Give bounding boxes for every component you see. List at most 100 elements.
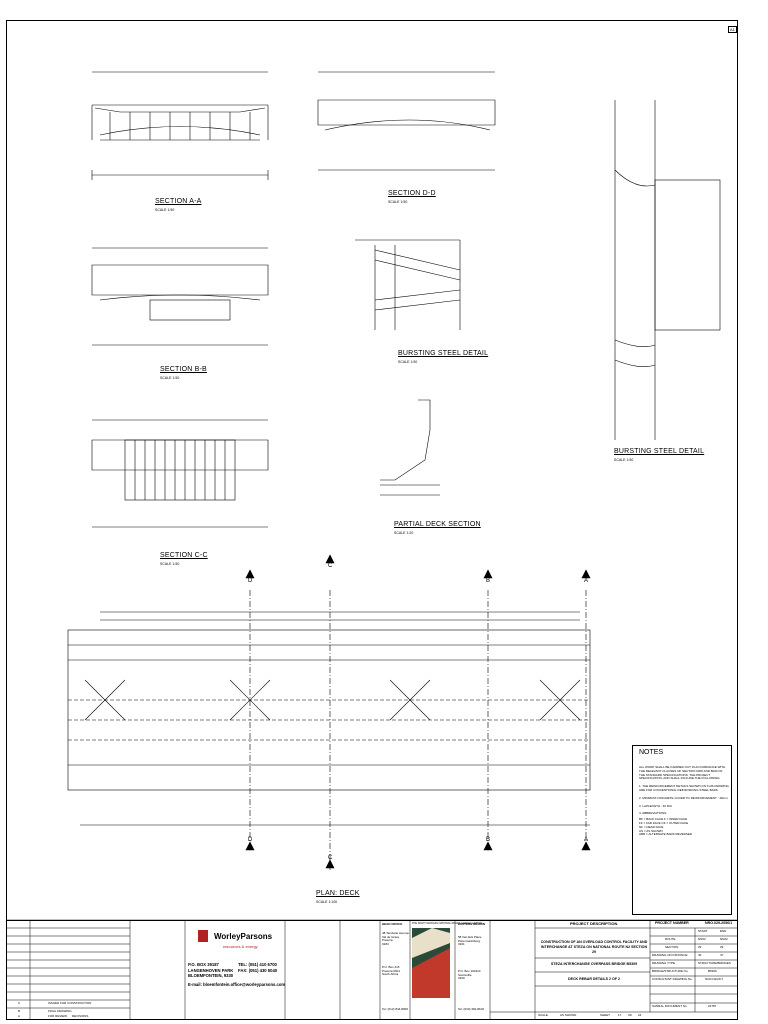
- company-tagline: resources & energy: [223, 944, 258, 949]
- bridge-no: B5309: [708, 969, 717, 973]
- drawing-frame: [6, 20, 738, 1020]
- revisions-label: REVISIONS: [72, 1014, 89, 1018]
- scale-value: AS SHOWN: [560, 1013, 577, 1017]
- plan-deck-scale: SCALE 1:100: [316, 900, 338, 904]
- head-office-tel: Tel: (012) 844-8000: [382, 1007, 409, 1011]
- sanral-no: 24787: [708, 1004, 717, 1008]
- partial-deck-scale: SCALE 1:20: [394, 531, 414, 535]
- company-address: P.O. BOX 39187 LANGENHOVEN PARK BLOEMFON…: [188, 962, 234, 978]
- cut-marker-b-top: B: [486, 578, 491, 584]
- head-office-address: 48 Tambotie Avenue Val de Grace Pretoria…: [382, 931, 410, 946]
- project-description-label: PROJECT DESCRIPTION: [570, 921, 618, 926]
- cut-marker-c-bottom: C: [328, 855, 333, 861]
- note-item: AS = AS SHOWN: [639, 828, 663, 833]
- cut-marker-d-bottom: D: [248, 837, 253, 843]
- company-email: E-mail: bloemfontein.office@worleyparson…: [188, 982, 286, 987]
- notes-heading: NOTES: [639, 749, 664, 756]
- section-bb-drawing: [91, 247, 269, 346]
- plan-deck-title: PLAN: DECK: [316, 890, 360, 897]
- of-label: OF: [628, 1013, 633, 1017]
- agency-photo: [412, 928, 450, 998]
- consultant-no: NCR-N2/29-7: [705, 977, 724, 981]
- cut-marker-a-bottom: A: [584, 837, 589, 843]
- agency-name: THE SOUTH AFRICAN NATIONAL ROADS AGENCY …: [412, 922, 483, 925]
- bridge-no-label: BRIDGE/STRUCTURE No.: [652, 969, 689, 973]
- section-bb-scale: SCALE 1:50: [160, 376, 180, 380]
- sheet-marker: A1: [728, 26, 737, 33]
- section-dd-scale: SCALE 1:50: [388, 200, 408, 204]
- revision-desc: FINAL DRAWING: [48, 1009, 72, 1013]
- head-office-label: HEAD OFFICE: [382, 922, 403, 926]
- bursting-detail-1-title: BURSTING STEEL DETAIL: [398, 350, 489, 357]
- cut-marker-b-bottom: B: [486, 837, 491, 843]
- company-phone: TEL: (051) 410 6700 FAX: (051) 430 5040: [238, 962, 278, 973]
- end-label: END: [720, 929, 727, 933]
- note-item: 3. LAPLENGTH : 40 DIA: [639, 803, 672, 808]
- notes-body: ALL WORK SHALL BE CARRIED OUT IN ACCORDA…: [639, 765, 729, 837]
- note-item: NF = NEAR FACE: [639, 824, 664, 829]
- plan-deck-drawing: [67, 590, 591, 870]
- cut-marker-c-top: C: [328, 563, 333, 569]
- revision-code: C: [18, 1001, 21, 1005]
- project-number-label: PROJECT NUMBER: [655, 921, 689, 925]
- region-address: 58 Van Eck Place Pietermaritzburg 3201: [458, 935, 482, 947]
- section-cc-title: SECTION C-C: [160, 552, 208, 559]
- route-start: NN02: [698, 937, 706, 941]
- section-dd-title: SECTION D-D: [388, 190, 436, 197]
- notes-panel: NOTES ALL WORK SHALL BE CARRIED OUT IN A…: [632, 745, 732, 915]
- head-office-po: P.O. Box 415 Pretoria 0001 South Africa: [382, 965, 401, 977]
- drawing-title-1: STEZA INTERCHANGE OVERPASS BRIDGE B5309: [550, 962, 638, 966]
- project-number: NRO.029-2056/1: [705, 921, 733, 925]
- note-item: 4. ABBREVIATIONS:: [639, 811, 667, 816]
- of-value: 24: [638, 1013, 642, 1017]
- distance-label: DRAWING ON DISTANCE: [652, 953, 688, 957]
- revision-desc: ISSUED FOR CONSTRUCTION: [48, 1001, 92, 1005]
- section-bb-title: SECTION B-B: [160, 366, 207, 373]
- region-label: EASTERN REGION: [458, 922, 486, 926]
- section-cc-drawing: [91, 419, 269, 528]
- revision-code: B: [18, 1009, 21, 1013]
- distance-end: 47: [720, 953, 724, 957]
- note-item: 2. MINIMUM CONCRETE COVER TO REINFORCEME…: [639, 795, 728, 800]
- section-dd-drawing: [317, 71, 496, 171]
- drawing-title-2: DECK REBAR DETAILS 2 OF 2: [567, 977, 621, 981]
- drawing-type-label: DRAWING TYPE: [652, 961, 676, 965]
- section-aa-drawing: [91, 71, 269, 180]
- region-tel: Tel: (033) 392-8100: [458, 1007, 485, 1011]
- sanral-label: SANRAL DOCUMENT No.: [652, 1004, 688, 1008]
- sheet-value: 17: [618, 1013, 622, 1017]
- cut-marker-d-top: D: [248, 578, 253, 584]
- worleyparsons-logo-icon: [198, 930, 208, 942]
- revision-code: A: [18, 1014, 21, 1018]
- bursting-detail-2-scale: SCALE 1:50: [614, 458, 634, 462]
- section-aa-scale: SCALE 1:50: [155, 208, 175, 212]
- drawing-type: STRUCTURE/BRIDGES: [698, 961, 731, 965]
- route-end: NN02: [720, 937, 728, 941]
- bursting-detail-1-drawing: [355, 239, 461, 330]
- revision-desc: FOR REVIEW: [48, 1014, 68, 1018]
- section-cc-scale: SCALE 1:50: [160, 562, 180, 566]
- distance-start: 40: [698, 953, 702, 957]
- section-start: 29: [698, 945, 702, 949]
- project-description: CONSTRUCTION OF AN OVERLOAD CONTROL FACI…: [540, 940, 648, 954]
- bursting-detail-2-title: BURSTING STEEL DETAIL: [614, 448, 705, 455]
- note-item: 1. THE REINFORCEMENT DETAILS SHOWN ON TH…: [639, 784, 729, 792]
- region-po: P.O. Box 100410 Scottsville 3209: [458, 969, 481, 981]
- section-label: SECTION: [665, 945, 679, 949]
- consultant-label: CONSULTANT DRAWING No.: [652, 977, 693, 981]
- note-item: ABR = ALTERNATE BARS REVERSED: [639, 832, 692, 837]
- title-block: [6, 920, 738, 1021]
- bursting-detail-2-drawing: [614, 100, 721, 440]
- note-item: BF = BACK FACE F = INNER FACE: [639, 817, 688, 822]
- bursting-detail-1-scale: SCALE 1:50: [398, 360, 418, 364]
- partial-deck-title: PARTIAL DECK SECTION: [394, 521, 481, 528]
- route-label: ROUTE: [665, 937, 676, 941]
- section-aa-title: SECTION A-A: [155, 198, 202, 205]
- scale-label: SCALE: [538, 1013, 548, 1017]
- section-end: 29: [720, 945, 724, 949]
- partial-deck-drawing: [380, 399, 440, 496]
- note-item: ALL WORK SHALL BE CARRIED OUT IN ACCORDA…: [639, 765, 726, 781]
- cut-marker-a-top: A: [584, 578, 589, 584]
